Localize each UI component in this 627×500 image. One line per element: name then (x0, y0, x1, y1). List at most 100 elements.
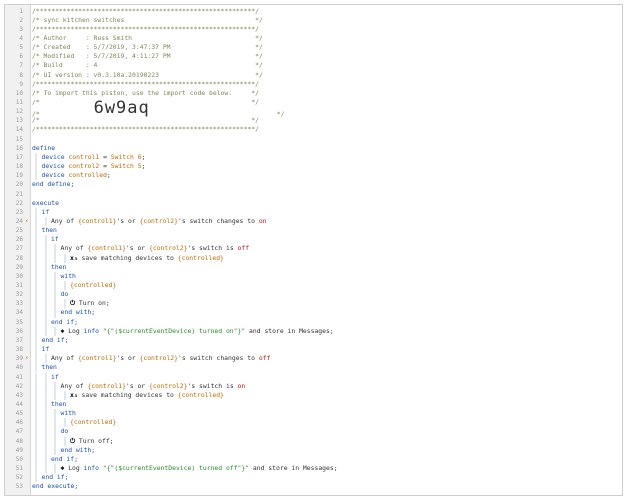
code-text[interactable]: end with; (61, 308, 96, 317)
code-text[interactable]: /* To import this piston, use the import… (32, 89, 259, 98)
code-line: 24⚡Any of {control1}'s or {control2}'s s… (5, 216, 622, 227)
code-text[interactable]: /***************************************… (32, 7, 259, 16)
code-text[interactable]: end if; (51, 455, 78, 464)
code-line: 43 x₃ save matching devices to {controlle… (5, 390, 622, 400)
code-text[interactable]: Any of {control1}'s or {control2}'s swit… (51, 354, 270, 363)
code-text[interactable]: Any of {control1}'s or {control2}'s swit… (61, 382, 246, 391)
code-token: do (60, 290, 69, 299)
indent-guide (44, 326, 47, 336)
code-text[interactable]: {controlled} (70, 281, 116, 290)
code-text[interactable]: if (42, 208, 50, 217)
indent-guide (44, 409, 47, 419)
code-token: /* Modified : 5/7/2019, 4:11:27 PM */ (32, 52, 263, 61)
code-line: 12/* 6w9aq */ (5, 100, 622, 119)
code-text[interactable]: Any of {control1}'s or {control2}'s swit… (61, 244, 250, 253)
code-text[interactable]: ⏻ Turn off; (70, 437, 114, 446)
indent-guide (54, 281, 56, 291)
code-token: info (83, 464, 103, 472)
indent-guide (44, 253, 47, 263)
code-text[interactable]: with (61, 272, 76, 281)
code-text[interactable]: /* UI version : v0.3.10a.20190223 */ (32, 71, 263, 80)
code-token: ⏻ (70, 436, 79, 445)
code-token: */ (149, 110, 285, 119)
trigger-bolt-icon[interactable]: ⚡ (25, 355, 29, 363)
code-text[interactable]: device controlled; (42, 171, 111, 180)
code-token: control2 (68, 162, 100, 171)
line-number: 43 (15, 391, 23, 399)
code-text[interactable]: device control2 = Switch 5; (42, 162, 146, 171)
code-text[interactable]: /***************************************… (32, 125, 259, 134)
code-text[interactable]: ✱ Log info "{"($currentEventDevice) turn… (61, 327, 334, 336)
indent-guide (35, 152, 37, 163)
code-text[interactable]: /* Created : 5/7/2019, 3:47:37 PM */ (32, 43, 263, 52)
code-text[interactable]: execute (32, 199, 59, 208)
code-text[interactable]: ⏻ Turn on; (70, 299, 110, 308)
code-text[interactable]: end execute; (32, 482, 78, 491)
code-line: 36✱ Log info "{"($currentEventDevice) tu… (5, 326, 622, 336)
code-text[interactable]: if (42, 345, 50, 354)
code-text[interactable]: then (51, 263, 66, 272)
code-text[interactable]: if (51, 235, 59, 244)
code-text[interactable]: if (51, 373, 59, 382)
code-text[interactable]: /* Modified : 5/7/2019, 4:11:27 PM */ (32, 52, 263, 61)
code-text[interactable]: Any of {control1}'s or {control2}'s swit… (51, 217, 267, 226)
code-line: 21 (5, 190, 622, 199)
code-text[interactable]: /* sync kitchen switches */ (32, 16, 263, 25)
code-text[interactable]: end with; (61, 446, 96, 455)
code-token: ✱ (60, 464, 69, 472)
code-text[interactable]: device control1 = Switch 6; (42, 153, 146, 162)
code-text[interactable]: x₃ save matching devices to {controlled} (70, 254, 224, 263)
code-text[interactable]: do (61, 427, 69, 436)
indent-guide (35, 226, 37, 236)
code-text[interactable]: /***************************************… (32, 80, 259, 89)
code-text[interactable]: /***************************************… (32, 25, 259, 34)
code-token: /* sync kitchen switches */ (32, 15, 263, 24)
indent-guide (35, 390, 37, 400)
line-number: 26 (15, 236, 23, 244)
code-token: end with; (60, 308, 96, 317)
code-token: on (258, 216, 267, 225)
code-text[interactable]: end if; (42, 473, 69, 482)
code-text[interactable]: /* 6w9aq */ (32, 100, 285, 119)
code-line: 5/* Created : 5/7/2019, 3:47:37 PM */ (5, 43, 622, 52)
indent-guide (54, 290, 56, 300)
code-text[interactable]: /* Author : Russ Smith */ (32, 34, 263, 43)
code-text[interactable]: end define; (32, 180, 74, 189)
code-text[interactable]: ✱ Log info "{"($currentEventDevice) turn… (61, 464, 338, 473)
code-token: 's or (125, 244, 150, 253)
code-text[interactable]: x₃ save matching devices to {controlled} (70, 391, 224, 400)
code-text[interactable]: {controlled} (70, 418, 116, 427)
indent-guide (35, 216, 37, 227)
indent-guide (44, 244, 47, 254)
code-token: Any of (51, 216, 78, 225)
indent-guide (44, 262, 47, 272)
line-number: 25 (15, 227, 23, 235)
code-text[interactable]: with (61, 409, 76, 418)
line-number: 28 (15, 254, 23, 262)
code-line: 25 then (5, 226, 622, 236)
code-text[interactable]: /* */ (32, 116, 259, 125)
code-text[interactable]: then (42, 363, 57, 372)
code-token: on (237, 381, 246, 390)
code-text[interactable]: do (61, 290, 69, 299)
trigger-bolt-icon[interactable]: ⚡ (25, 217, 29, 225)
code-text[interactable]: /* Build : 4 */ (32, 61, 263, 70)
indent-guide (63, 299, 66, 309)
indent-guide (44, 381, 47, 391)
code-token: /***************************************… (32, 79, 260, 88)
code-text[interactable]: end if; (42, 336, 69, 345)
code-text[interactable]: /* */ (32, 98, 259, 107)
code-token: 's or (116, 354, 140, 363)
line-number: 2 (19, 16, 23, 24)
code-text[interactable]: define (32, 144, 55, 153)
code-text[interactable]: then (51, 400, 66, 409)
code-text[interactable]: then (42, 226, 57, 235)
code-text[interactable]: end if; (51, 318, 78, 327)
